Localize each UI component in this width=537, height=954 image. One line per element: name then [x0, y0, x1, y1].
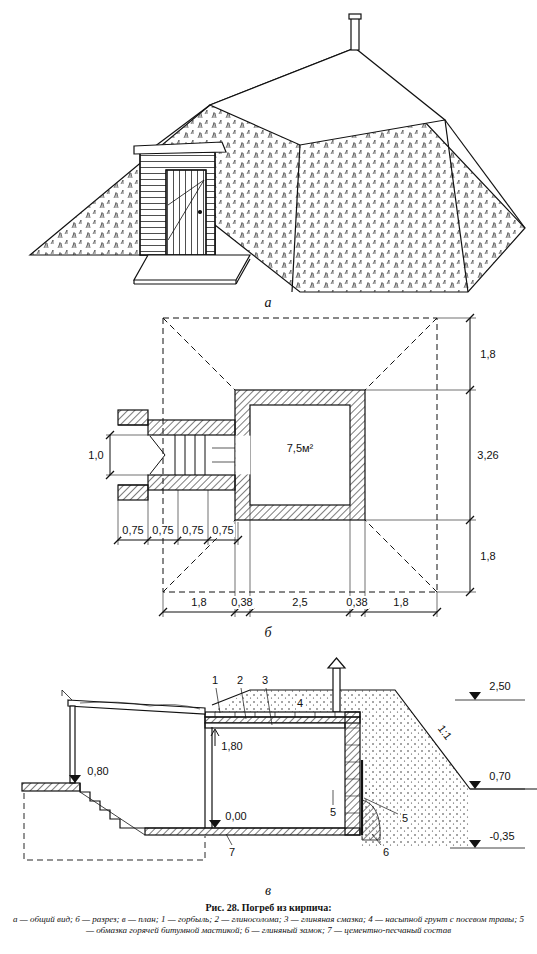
dimension: 0,38 — [345, 596, 368, 609]
dimension: 2,5 — [291, 596, 308, 609]
general-view — [30, 14, 525, 292]
area-label: 7,5м² — [286, 442, 315, 455]
dimension: 0,75 — [121, 524, 144, 537]
figure-title: Рис. 28. Погреб из кирпича: — [10, 902, 527, 913]
panel-letter: в — [264, 884, 272, 897]
dimension: 1,8 — [479, 348, 496, 361]
level-mark: 1,80 — [220, 740, 243, 753]
dimension: 1,8 — [392, 596, 409, 609]
level-mark: -0,35 — [488, 830, 515, 843]
callout-number: 4 — [296, 697, 304, 710]
callout-number: 3 — [261, 674, 269, 687]
plan-view — [106, 314, 476, 617]
dimension: 3,26 — [476, 449, 499, 462]
level-mark: 0,00 — [224, 810, 247, 823]
dimension: 0,75 — [181, 524, 204, 537]
callout-number: 1 — [211, 674, 219, 687]
panel-letter: б — [263, 626, 272, 639]
dimension: 1,0 — [87, 449, 104, 462]
dimension: 0,75 — [151, 524, 174, 537]
callout-number: 2 — [236, 674, 244, 687]
callout-number: 5 — [329, 806, 337, 819]
dimension: 1,8 — [479, 550, 496, 563]
dimension: 0,38 — [230, 596, 253, 609]
level-mark: 2,50 — [488, 680, 511, 693]
level-mark: 0,70 — [488, 770, 511, 783]
callout-number: 7 — [228, 846, 236, 859]
level-mark: 0,80 — [86, 765, 109, 778]
panel-letter: а — [264, 296, 273, 309]
section-view — [22, 658, 537, 860]
callout-number: 5 — [401, 812, 409, 825]
dimension: 0,75 — [211, 524, 234, 537]
dimension: 1,8 — [190, 596, 207, 609]
figure-caption: а — общий вид; б — разрез; в — план; 1 —… — [12, 914, 525, 935]
callout-number: 6 — [382, 846, 390, 859]
dimension: 1:1 — [435, 721, 456, 743]
